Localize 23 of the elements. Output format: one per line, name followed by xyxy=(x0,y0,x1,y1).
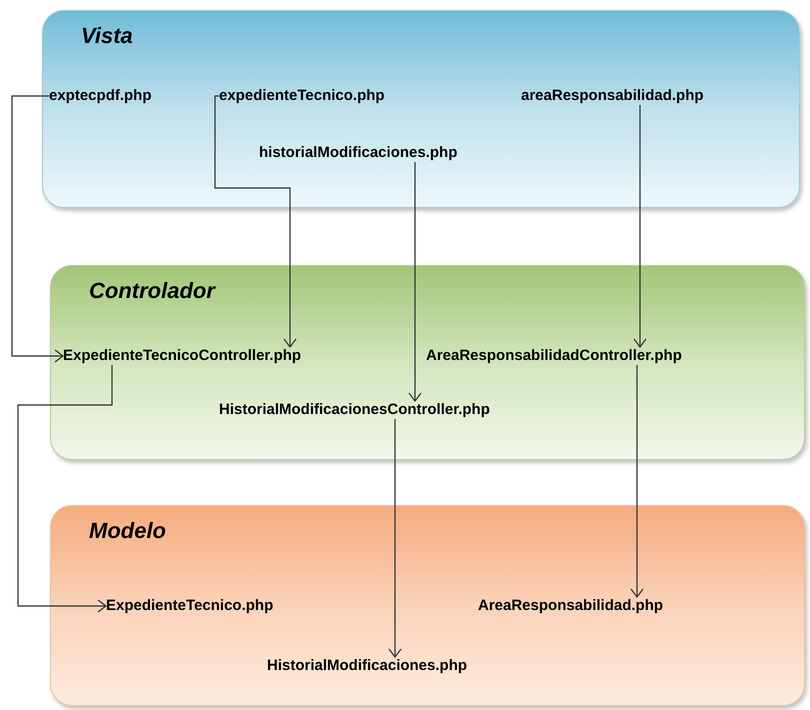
arrow xyxy=(11,95,64,363)
file-label: expedienteTecnico.php xyxy=(219,87,385,105)
file-label: exptecpdf.php xyxy=(49,87,152,105)
file-label: ExpedienteTecnico.php xyxy=(106,597,274,615)
arrow xyxy=(388,419,402,658)
layer-title: Controlador xyxy=(89,277,215,305)
file-label: AreaResponsabilidad.php xyxy=(478,597,664,615)
layer-title: Modelo xyxy=(89,517,166,545)
file-label: areaResponsabilidad.php xyxy=(521,87,704,105)
file-label: HistorialModificaciones.php xyxy=(267,657,468,675)
layer-panel xyxy=(42,10,800,208)
file-label: HistorialModificacionesController.php xyxy=(219,401,490,419)
arrow xyxy=(408,162,422,402)
arrow xyxy=(214,95,297,348)
arrow xyxy=(633,105,647,348)
layer-panel xyxy=(50,505,805,706)
arrow xyxy=(17,365,113,613)
file-label: AreaResponsabilidadController.php xyxy=(426,347,682,365)
layer-panel xyxy=(50,265,805,460)
file-label: ExpedienteTecnicoController.php xyxy=(63,347,302,365)
arrow xyxy=(630,365,644,598)
layer-title: Vista xyxy=(81,22,133,50)
file-label: historialModificaciones.php xyxy=(259,144,458,162)
